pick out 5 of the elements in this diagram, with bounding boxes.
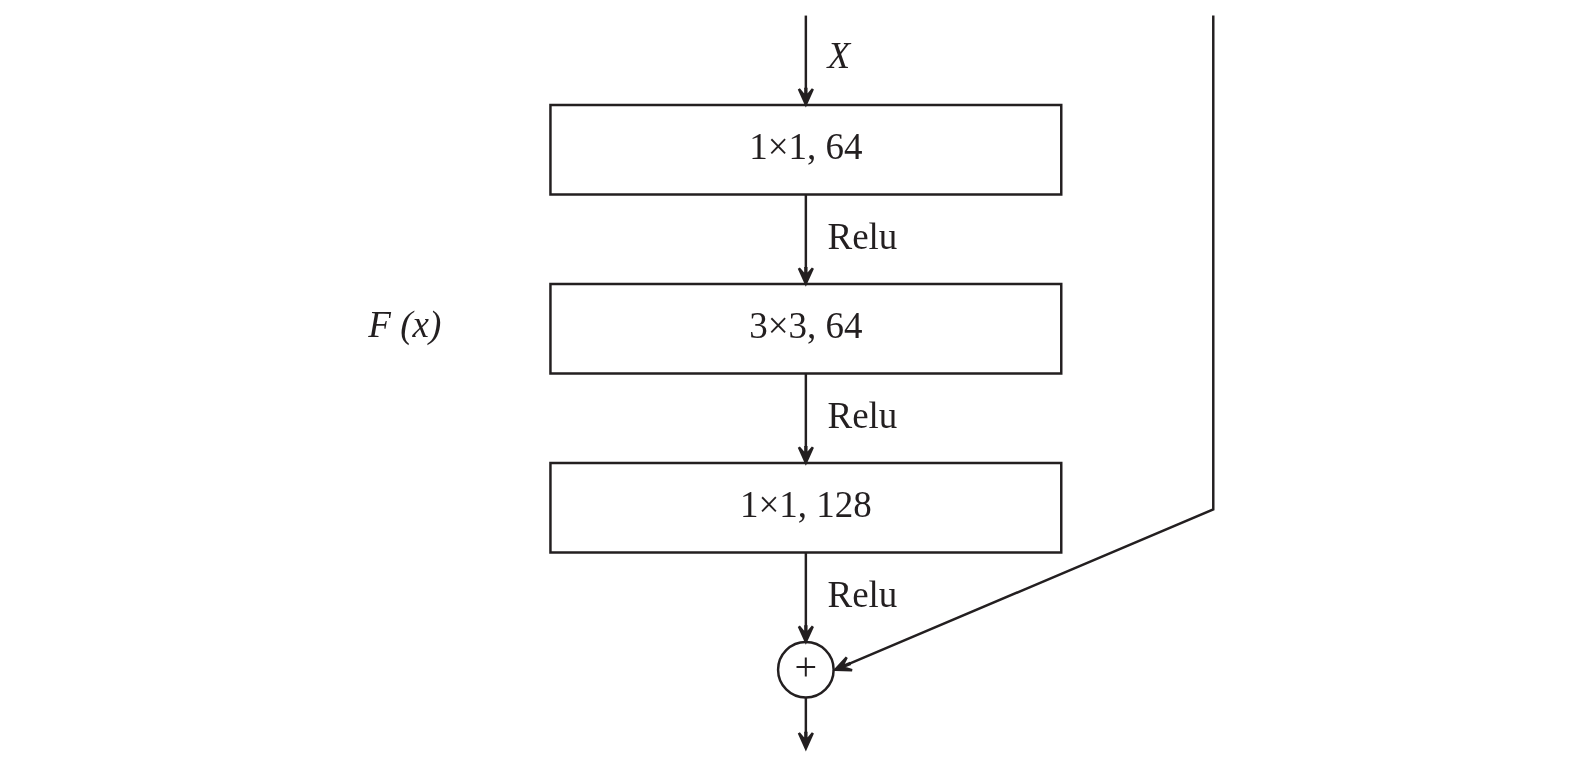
edge-label: Relu bbox=[826, 215, 897, 257]
label: F (x) bbox=[367, 303, 441, 345]
edge-label: X bbox=[826, 35, 850, 77]
edge-label: Relu bbox=[826, 573, 897, 615]
edge-label: Relu bbox=[826, 394, 897, 436]
